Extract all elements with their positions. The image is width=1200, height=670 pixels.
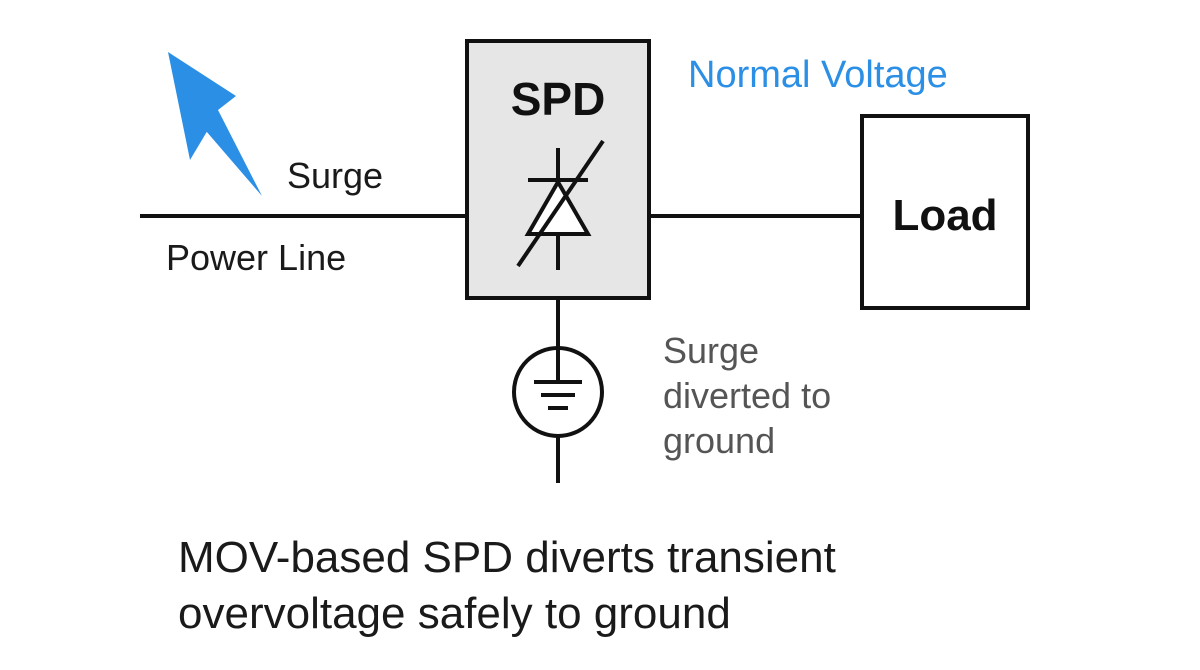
load-label: Load (892, 191, 998, 240)
power-line-label: Power Line (166, 237, 347, 278)
surge-diverted-line: Surge (663, 330, 760, 371)
load-box (860, 114, 1030, 310)
spd-label: SPD (510, 73, 606, 125)
mov-varistor-icon (516, 139, 605, 270)
diagram-caption: MOV-based SPD diverts transient overvolt… (178, 530, 1078, 642)
surge-diverted-line: ground (663, 420, 776, 461)
ground-symbol-icon (512, 346, 604, 438)
surge-diverted-line: diverted to (663, 375, 832, 416)
normal-voltage-label: Normal Voltage (688, 54, 948, 96)
surge-label: Surge (287, 155, 384, 196)
surge-diverted-label: Surge diverted to ground (663, 328, 893, 463)
lightning-bolt-icon (168, 52, 262, 196)
caption-line: overvoltage safely to ground (178, 589, 731, 638)
caption-line: MOV-based SPD diverts transient (178, 533, 836, 582)
